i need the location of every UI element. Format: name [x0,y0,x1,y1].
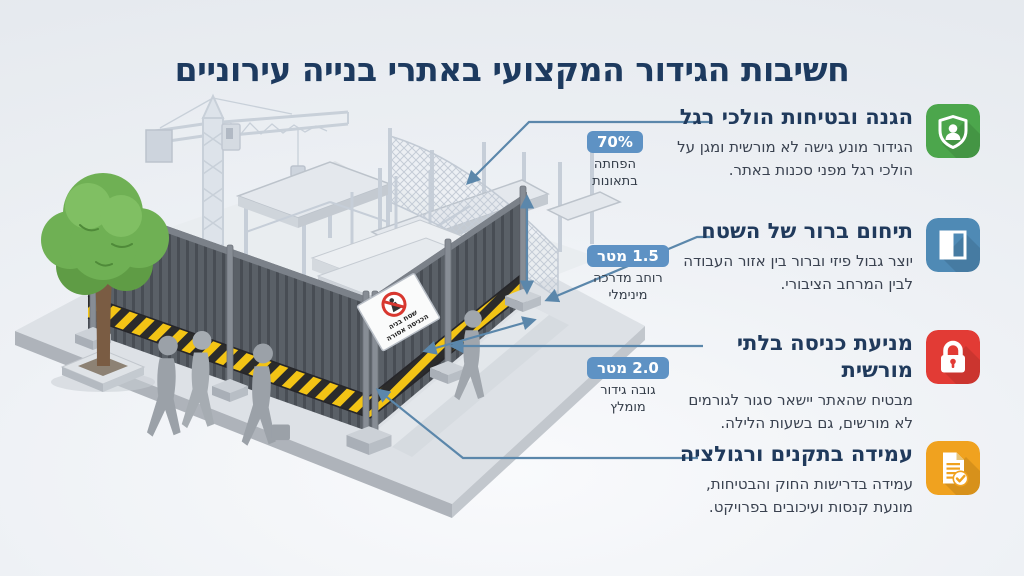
callout-pedestrian-safety: הגנה ובטיחות הולכי רגל הגידור מונע גישה … [587,104,980,191]
stat-badge: 2.0 מטר [587,357,669,379]
pedestrians [147,310,485,446]
tree [41,173,169,392]
stat-block: 70% הפחתה בתאונות [587,104,675,191]
callout-standards-compliance: עמידה בתקנים ורגולציה עמידה בדרישות החוק… [675,441,980,518]
callout-body: הגידור מונע גישה לא מורשית ומגן על הולכי… [677,138,913,179]
stat-block: 1.5 מטר רוחב מדרכה מינימלי [587,218,675,305]
stat-caption: רוחב מדרכה מינימלי [593,271,663,303]
callout-title: הגנה ובטיחות הולכי רגל [679,105,913,129]
callout-title: מניעת כניסה בלתי מורשית [736,331,913,382]
sidewalk-width-arrow [422,316,537,355]
stat-caption: הפחתה בתאונות [592,157,638,189]
measurement-arrows [422,194,537,355]
callout-connectors [375,120,710,460]
callout-title: תיחום ברור של השטח [701,219,913,243]
padlock-icon [926,330,980,384]
shield-user-icon [926,104,980,158]
connector-standards-compliance [375,388,698,460]
connector-pedestrian-safety [465,120,710,186]
callout-unauthorized-entry: מניעת כניסה בלתי מורשית מבטיח שהאתר יישא… [587,330,980,434]
stat-block: 2.0 מטר גובה גידור מומלץ [587,330,675,417]
callout-body: יוצר גבול פיזי וברור בין אזור העבודה לבי… [683,252,913,293]
page-title: חשיבות הגידור המקצועי באתרי בנייה עירוני… [174,50,850,90]
stat-caption: גובה גידור מומלץ [600,383,656,415]
document-check-icon [926,441,980,495]
callout-title: עמידה בתקנים ורגולציה [679,442,913,466]
stat-badge: 1.5 מטר [587,245,669,267]
stat-badge: 70% [587,131,643,153]
fence-panel-icon [926,218,980,272]
callout-body: עמידה בדרישות החוק והבטיחות, מונעת קנסות… [706,475,913,516]
connector-area-demarcation [544,235,710,303]
callout-area-demarcation: תיחום ברור של השטח יוצר גבול פיזי וברור … [587,218,980,305]
callout-body: מבטיח שהאתר יישאר סגור לגורמים לא מורשים… [688,391,913,432]
